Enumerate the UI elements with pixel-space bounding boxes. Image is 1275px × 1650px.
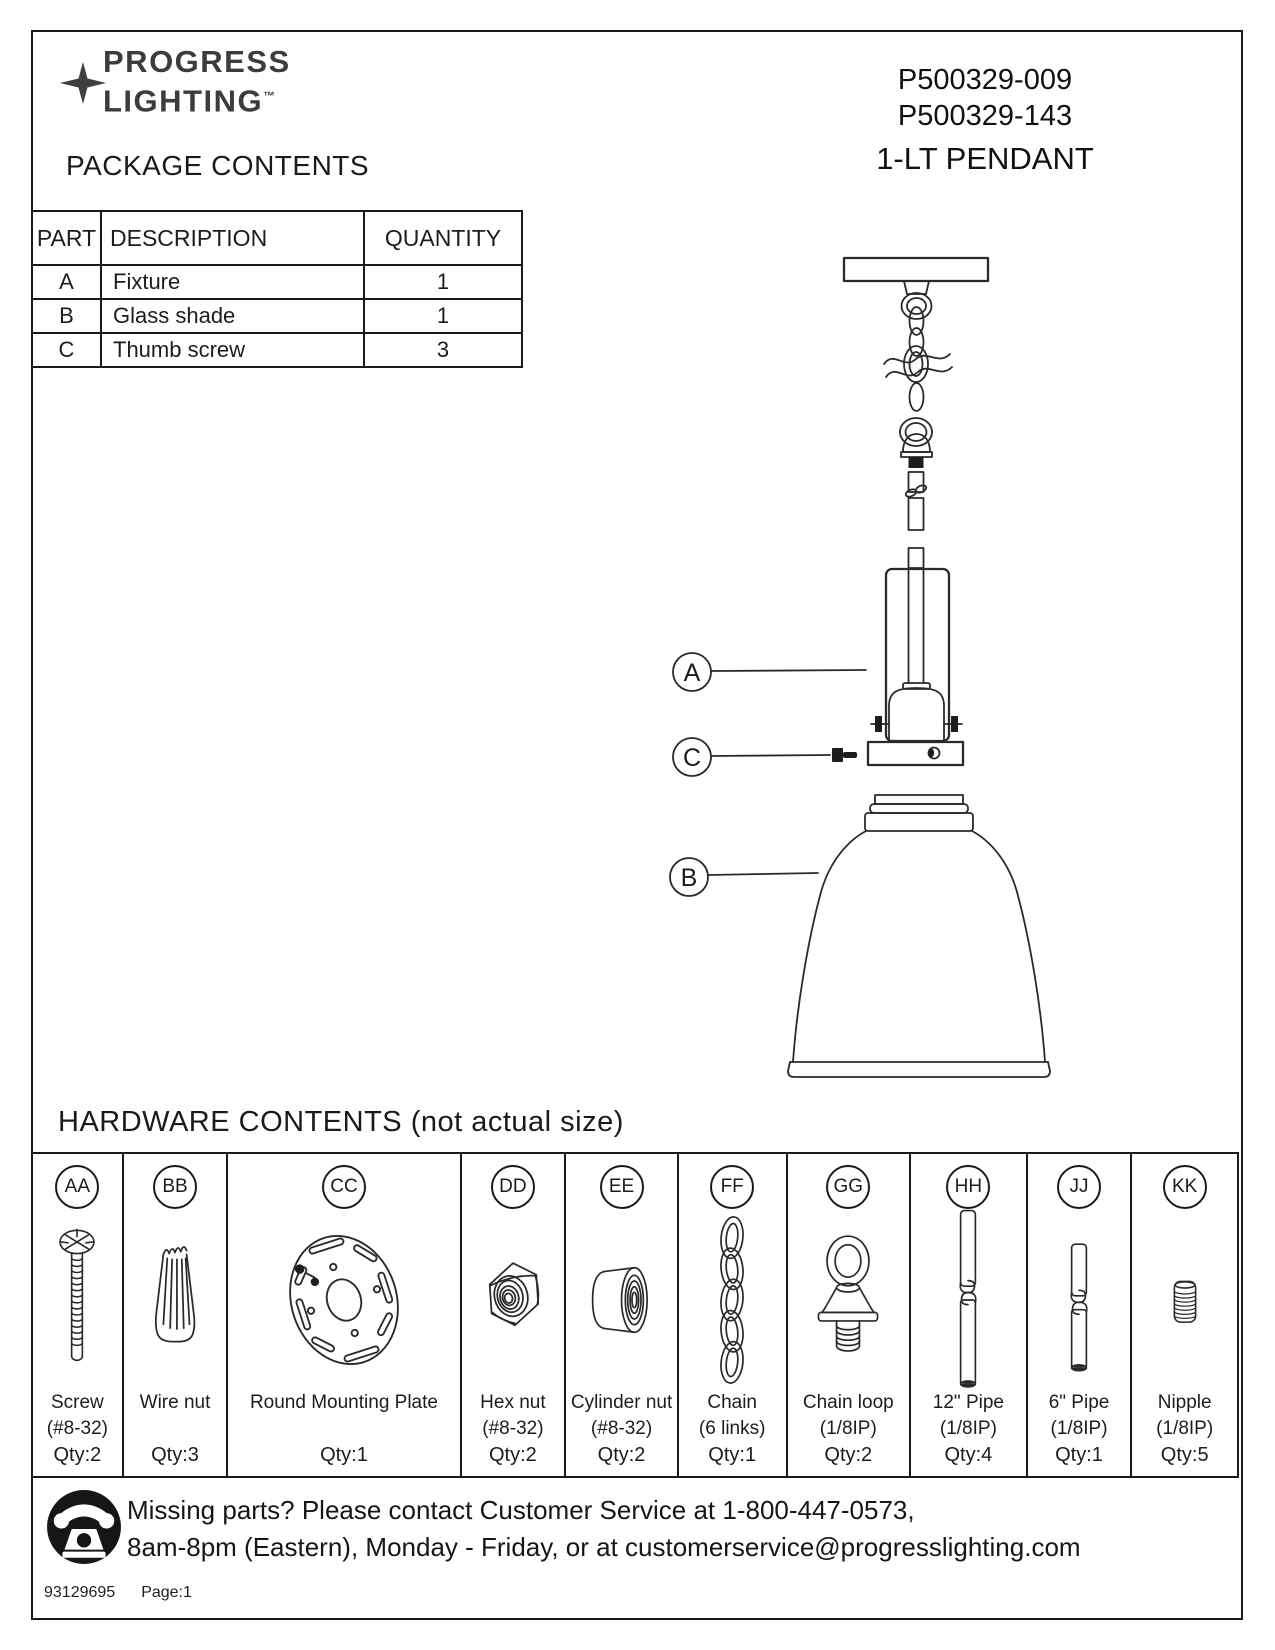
table-header-row: PART DESCRIPTION QUANTITY: [31, 210, 523, 266]
quantity-cell: 1: [363, 298, 523, 334]
thumb-screw-icon: [832, 748, 857, 762]
ceiling-canopy: [842, 256, 990, 283]
item-label: Chain (6 links): [698, 1392, 766, 1439]
item-id-badge: DD: [490, 1165, 535, 1209]
phone-icon: [45, 1488, 123, 1571]
pipe-6-icon: [1028, 1209, 1131, 1390]
hardware-item-hh: HH 12" Pipe (1/8IP) Qty:4: [911, 1154, 1028, 1476]
col-header-part: PART: [31, 210, 102, 266]
item-qty: Qty:2: [53, 1444, 102, 1466]
item-label: Chain loop (1/8IP): [802, 1392, 894, 1439]
product-block: P500329-009 P500329-143 1-LT PENDANT: [860, 62, 1110, 177]
hardware-item-kk: KK Nipple (1/8IP) Qty:5: [1132, 1154, 1237, 1476]
item-id-badge: BB: [153, 1165, 198, 1209]
item-id-badge: KK: [1162, 1165, 1207, 1209]
glass-shade: [787, 794, 1051, 1078]
brand-star-icon: [60, 62, 106, 109]
col-header-quantity: QUANTITY: [363, 210, 523, 266]
customer-service-line2: 8am-8pm (Eastern), Monday - Friday, or a…: [127, 1532, 1081, 1562]
item-qty: Qty:2: [489, 1444, 537, 1466]
hardware-item-aa: AA Screw (#8-32) Qty:2: [33, 1154, 124, 1476]
table-row: C Thumb screw 3: [31, 332, 523, 368]
hardware-item-bb: BB Wire nut Qty:3: [124, 1154, 229, 1476]
part-cell: C: [31, 332, 102, 368]
fixture-body: [884, 567, 951, 743]
brand-line2: LIGHTING™: [103, 83, 277, 119]
hardware-item-dd: DD Hex nut (#8-32) Qty:2: [462, 1154, 567, 1476]
callout-a: A: [672, 652, 867, 692]
hardware-contents-title: HARDWARE CONTENTS (not actual size): [58, 1106, 624, 1138]
item-qty: Qty:2: [597, 1444, 646, 1466]
hardware-item-ff: FF Chain (6 links) Qty:1: [679, 1154, 788, 1476]
item-qty: Qty:1: [708, 1444, 757, 1466]
item-id-badge: JJ: [1057, 1165, 1102, 1209]
callout-c: C: [672, 737, 831, 777]
description-cell: Glass shade: [100, 298, 365, 334]
svg-text:B: B: [681, 864, 698, 892]
product-name: 1-LT PENDANT: [876, 141, 1094, 176]
customer-service-line1: Missing parts? Please contact Customer S…: [127, 1495, 915, 1525]
item-qty: Qty:5: [1160, 1444, 1209, 1466]
item-id-badge: EE: [599, 1165, 644, 1209]
item-id-badge: HH: [946, 1165, 991, 1209]
document-footer: 93129695 Page:1: [44, 1584, 218, 1602]
quantity-cell: 1: [363, 264, 523, 300]
part-cell: B: [31, 298, 102, 334]
table-row: B Glass shade 1: [31, 298, 523, 334]
screw-icon: [33, 1209, 122, 1390]
chain-loop-icon: [788, 1209, 910, 1390]
col-header-description: DESCRIPTION: [100, 210, 365, 266]
item-label: 12" Pipe (1/8IP): [932, 1392, 1004, 1439]
doc-number: 93129695: [44, 1584, 116, 1601]
item-label: 6" Pipe (1/8IP): [1048, 1392, 1110, 1439]
item-id-badge: AA: [55, 1165, 100, 1209]
nipple-icon: [1132, 1209, 1237, 1390]
description-cell: Thumb screw: [100, 332, 365, 368]
package-contents-table: PART DESCRIPTION QUANTITY A Fixture 1 B …: [31, 210, 523, 368]
product-code-2: P500329-143: [897, 100, 1073, 132]
cylinder-nut-icon: [566, 1209, 677, 1390]
part-cell: A: [31, 264, 102, 300]
item-qty: Qty:1: [1055, 1444, 1103, 1466]
item-label: Wire nut: [139, 1392, 211, 1413]
pipe-12-icon: [911, 1209, 1026, 1390]
hardware-item-jj: JJ 6" Pipe (1/8IP) Qty:1: [1028, 1154, 1133, 1476]
item-label: Cylinder nut (#8-32): [570, 1392, 673, 1439]
pendant-diagram: A C B: [600, 230, 1060, 1085]
description-cell: Fixture: [100, 264, 365, 300]
table-row: A Fixture 1: [31, 264, 523, 300]
item-label: Nipple (1/8IP): [1156, 1392, 1214, 1439]
mounting-plate-icon: [228, 1209, 459, 1390]
item-qty: Qty:4: [944, 1444, 993, 1466]
item-qty: Qty:2: [824, 1444, 873, 1466]
svg-text:C: C: [683, 744, 701, 772]
package-contents-title: PACKAGE CONTENTS: [66, 150, 370, 181]
quantity-cell: 3: [363, 332, 523, 368]
page-number: Page:1: [141, 1584, 192, 1601]
item-id-badge: CC: [321, 1165, 366, 1209]
brand-line1: PROGRESS: [103, 44, 291, 79]
product-code-1: P500329-009: [897, 64, 1073, 96]
item-label: Hex nut (#8-32): [480, 1392, 546, 1439]
hardware-item-gg: GG Chain loop (1/8IP) Qty:2: [788, 1154, 912, 1476]
hardware-table: AA Screw (#8-32) Qty:2 BB Wire nut: [31, 1152, 1239, 1478]
hardware-item-cc: CC: [228, 1154, 462, 1476]
item-id-badge: GG: [826, 1165, 871, 1209]
item-label: Round Mounting Plate: [249, 1392, 438, 1413]
svg-text:A: A: [684, 659, 701, 687]
item-id-badge: FF: [710, 1165, 755, 1209]
callout-b: B: [669, 857, 819, 897]
trademark-symbol: ™: [263, 89, 277, 103]
chain-icon: [679, 1209, 786, 1390]
hardware-item-ee: EE Cylinder nut (#8-32) Qty:2: [566, 1154, 679, 1476]
customer-service-text: Missing parts? Please contact Customer S…: [127, 1492, 1081, 1566]
item-qty: Qty:1: [320, 1444, 368, 1466]
hex-nut-icon: [462, 1209, 565, 1390]
item-qty: Qty:3: [151, 1444, 199, 1466]
page-border: [31, 30, 1243, 1620]
item-label: Screw (#8-32): [46, 1392, 108, 1439]
wire-nut-icon: [124, 1209, 227, 1390]
brand-logo: PROGRESS LIGHTING™: [103, 44, 291, 118]
